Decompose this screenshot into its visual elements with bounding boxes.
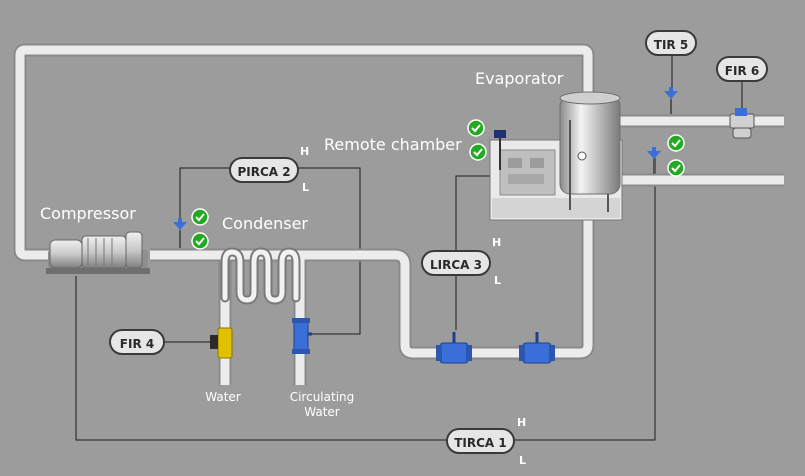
valve-right[interactable] (519, 332, 555, 364)
flow-meter-water[interactable] (210, 327, 233, 359)
check-circle-icon (191, 232, 209, 250)
evaporator-label: Evaporator (475, 69, 564, 88)
remote-chamber-label: Remote chamber (324, 135, 462, 154)
circulating-water-label-line1: Circulating (289, 390, 355, 404)
pipes (13, 43, 784, 385)
compressor-label: Compressor (40, 204, 136, 223)
circulating-water-valve[interactable] (292, 318, 312, 354)
tag-fir4[interactable]: FIR 4 (109, 329, 165, 355)
sensor-icon[interactable] (647, 147, 661, 174)
check-circle-icon (667, 159, 685, 177)
tirca1-low-limit: L (519, 454, 527, 467)
level-transmitter[interactable] (494, 130, 506, 170)
check-circle-icon (467, 119, 485, 137)
tag-fir6[interactable]: FIR 6 (716, 56, 768, 82)
lirca3-high-limit: H (492, 236, 502, 249)
valve-left[interactable] (436, 332, 472, 364)
condenser-label: Condenser (222, 214, 308, 233)
tag-lirca3[interactable]: LIRCA 3 (421, 250, 491, 276)
check-circle-icon (667, 134, 685, 152)
tag-tirca1[interactable]: TIRCA 1 (446, 428, 515, 454)
signal-lines (75, 56, 743, 441)
compressor[interactable] (46, 231, 150, 274)
water-label: Water (205, 390, 241, 404)
sensor-icon[interactable] (664, 87, 678, 114)
pirca2-high-limit: H (300, 145, 310, 158)
pirca2-low-limit: L (302, 181, 310, 194)
lirca3-low-limit: L (494, 274, 502, 287)
check-circle-icon (191, 208, 209, 226)
tag-tir5[interactable]: TIR 5 (645, 30, 697, 56)
condenser-coil (220, 247, 301, 305)
check-circle-icon (469, 143, 487, 161)
evaporator-unit[interactable] (489, 91, 623, 221)
flow-meter-fir6[interactable] (729, 108, 755, 139)
tirca1-high-limit: H (517, 416, 527, 429)
circulating-water-label-line2: Water (304, 405, 340, 419)
tag-pirca2[interactable]: PIRCA 2 (229, 157, 299, 183)
sensor-icon[interactable] (173, 218, 187, 248)
